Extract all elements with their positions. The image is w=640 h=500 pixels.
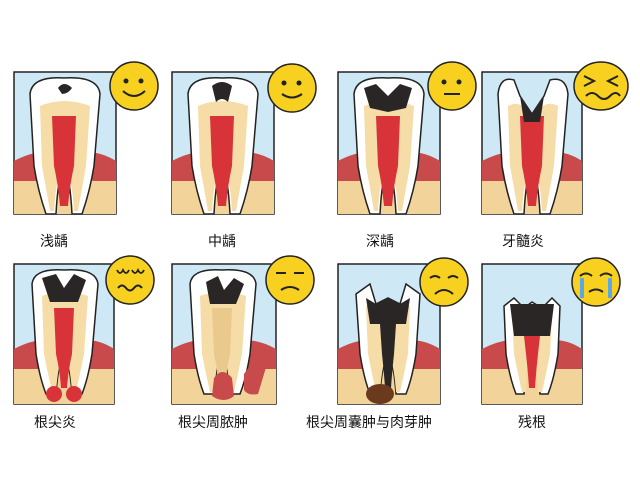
crying-face-icon	[571, 257, 621, 307]
stage-panel-2: 中龋	[170, 63, 320, 250]
tooth-illustration-deep-caries	[337, 71, 441, 215]
pain-face-icon	[573, 61, 629, 111]
tooth-illustration-shallow-caries	[13, 71, 117, 215]
stage-label: 深龋	[366, 234, 394, 250]
happy-face-icon	[267, 63, 317, 113]
stage-panel-5: 根尖炎	[12, 254, 162, 431]
stage-label: 根尖周囊肿与肉芽肿	[306, 415, 432, 431]
stage-label: 残根	[518, 415, 546, 431]
stage-panel-3: 深龋	[336, 61, 486, 250]
tooth-illustration-periapical-abscess	[171, 263, 277, 405]
sad-face-icon	[419, 257, 469, 307]
stage-panel-1: 浅龋	[12, 61, 162, 250]
stage-label: 中龋	[208, 234, 236, 250]
tooth-illustration-moderate-caries	[171, 71, 275, 215]
stage-panel-7: 根尖周囊肿与肉芽肿	[306, 254, 486, 431]
tooth-illustration-apical-periodontitis	[13, 263, 115, 405]
happy-face-icon	[109, 61, 159, 111]
stage-label: 浅龋	[40, 234, 68, 250]
stage-label: 牙髓炎	[502, 234, 544, 250]
tooth-illustration-residual-root	[481, 263, 583, 405]
tooth-illustration-pulpitis	[481, 71, 583, 215]
stage-panel-8: 残根	[480, 254, 630, 431]
annoyed-face-icon	[265, 255, 315, 305]
wavy-face-icon	[105, 255, 155, 305]
stage-label: 根尖周脓肿	[178, 415, 248, 431]
stage-label: 根尖炎	[34, 415, 76, 431]
neutral-face-icon	[427, 61, 477, 111]
stage-panel-4: 牙髓炎	[480, 61, 630, 250]
stage-panel-6: 根尖周脓肿	[170, 254, 320, 431]
